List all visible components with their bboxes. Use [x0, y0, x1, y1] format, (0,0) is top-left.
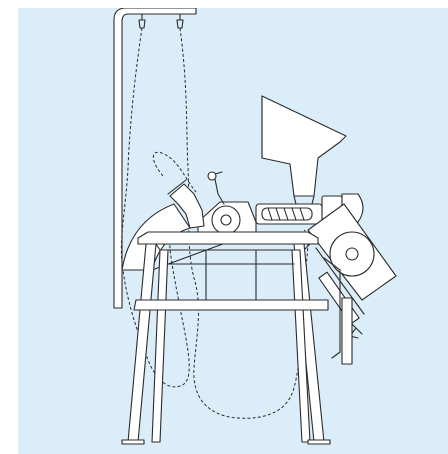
support-frame — [121, 243, 341, 445]
overhead-gantry — [113, 8, 197, 309]
elbow-fitting — [167, 179, 205, 229]
angled-drive-unit — [307, 203, 397, 365]
machine-line-drawing — [18, 8, 448, 454]
illustration-panel — [18, 8, 448, 454]
